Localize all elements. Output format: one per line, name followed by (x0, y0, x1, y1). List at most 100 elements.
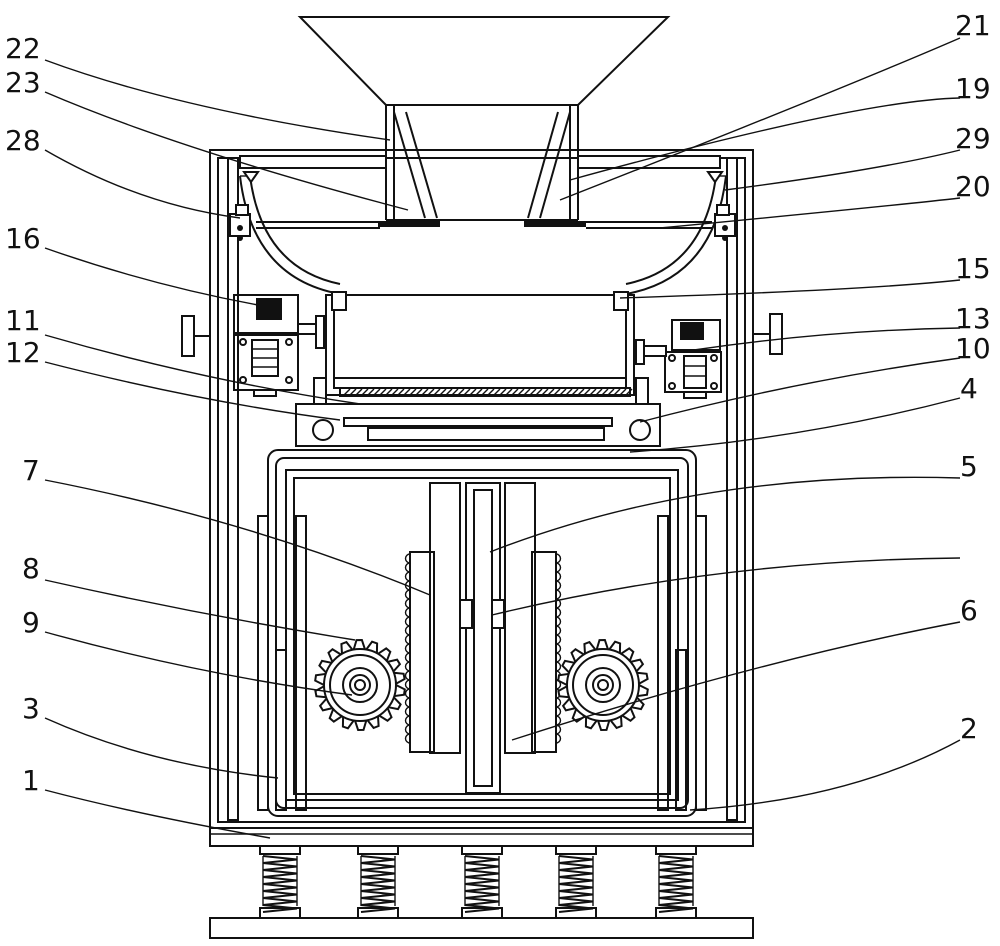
spring-cap-top (357, 845, 399, 855)
label-7: 7 (22, 454, 40, 487)
mesh-hatch-line (433, 388, 441, 396)
mesh-hatch-line (457, 388, 465, 396)
mesh-hatch-line (349, 388, 357, 396)
spring-cap-top (259, 845, 301, 855)
mesh-hatch-line (373, 388, 381, 396)
mesh-hatch-line (361, 388, 369, 396)
mesh-hatch-line (409, 388, 417, 396)
mesh-hatch-line (613, 388, 621, 396)
label-3: 3 (22, 692, 40, 725)
feed-hopper (297, 16, 671, 221)
label-5: 5 (960, 450, 978, 483)
mesh-hatch-line (595, 388, 603, 396)
mesh-hatch-line (427, 388, 435, 396)
guide-rod-right (586, 204, 736, 241)
mesh-hatch-line (451, 388, 459, 396)
label-22: 22 (5, 32, 41, 65)
mesh-hatch-line (367, 388, 375, 396)
mesh-hatch-line (415, 388, 423, 396)
label-12: 12 (5, 336, 41, 369)
rack-tooth (404, 733, 411, 744)
mesh-hatch-line (625, 388, 633, 396)
mesh-hatch-line (607, 388, 615, 396)
spring-cap-top (461, 845, 503, 855)
mesh-hatch-line (385, 388, 393, 396)
mesh-hatch-line (505, 388, 513, 396)
mesh-hatch-line (589, 388, 597, 396)
spring-coil (360, 855, 396, 913)
spring-cap-bottom (555, 907, 597, 919)
mesh-hatch-line (445, 388, 453, 396)
label-23: 23 (5, 66, 41, 99)
label-2: 2 (960, 712, 978, 745)
mesh-hatch-line (469, 388, 477, 396)
mesh-hatch-line (601, 388, 609, 396)
motor-unit-left (233, 294, 325, 397)
mesh-hatch-line (559, 388, 567, 396)
side-guide-left (257, 515, 307, 811)
spring-cap-top (555, 845, 597, 855)
mesh-hatch-line (565, 388, 573, 396)
mesh-hatch-line (517, 388, 525, 396)
label-4: 4 (960, 372, 978, 405)
mesh-hatch-line (355, 388, 363, 396)
mesh-hatch-line (547, 388, 555, 396)
toothed-rack-right (531, 551, 562, 753)
spring-cap-bottom (655, 907, 697, 919)
spring-cap-bottom (461, 907, 503, 919)
mesh-hatch-line (499, 388, 507, 396)
mesh-hatch-line (529, 388, 537, 396)
label-10: 10 (955, 332, 991, 365)
mesh-hatch-line (493, 388, 501, 396)
label-21: 21 (955, 9, 991, 42)
mesh-hatch-line (583, 388, 591, 396)
label-19: 19 (955, 72, 991, 105)
mesh-hatch-line (463, 388, 471, 396)
top-bowl (239, 171, 727, 295)
label-29: 29 (955, 122, 991, 155)
central-rack-column (429, 482, 536, 794)
mesh-hatch-line (475, 388, 483, 396)
label-13: 13 (955, 302, 991, 335)
label-1: 1 (22, 764, 40, 797)
sieve-box (325, 291, 635, 396)
leader-lines (44, 37, 961, 839)
spring-cap-bottom (357, 907, 399, 919)
spring-cap-bottom (259, 907, 301, 919)
mesh-hatch-line (439, 388, 447, 396)
hopper-flap-left (378, 111, 440, 227)
damping-springs (259, 845, 697, 919)
mesh-hatch-line (487, 388, 495, 396)
lift-frame (267, 449, 697, 817)
label-11: 11 (5, 304, 41, 337)
spring-coil (558, 855, 594, 913)
mesh-hatch-line (343, 388, 351, 396)
label-9: 9 (22, 606, 40, 639)
label-15: 15 (955, 252, 991, 285)
mesh-hatch-line (391, 388, 399, 396)
label-28: 28 (5, 124, 41, 157)
base-plate (209, 827, 754, 847)
mesh-hatch-line (379, 388, 387, 396)
mesh-hatch-line (571, 388, 579, 396)
adjusting-knob-right (753, 313, 783, 355)
spring-coil (464, 855, 500, 913)
mesh-hatch-line (523, 388, 531, 396)
label-16: 16 (5, 222, 41, 255)
side-guide-right (657, 515, 707, 811)
adjusting-knob-left (181, 315, 210, 357)
label-8: 8 (22, 552, 40, 585)
spring-coil (658, 855, 694, 913)
gear-right (557, 638, 649, 732)
label-20: 20 (955, 170, 991, 203)
hopper-flap-right (524, 111, 586, 227)
ground-plate (209, 917, 754, 939)
mesh-hatch-line (553, 388, 561, 396)
screen-mesh (339, 387, 633, 397)
mesh-hatch-line (619, 388, 627, 396)
reference-numerals: 22 23 28 16 11 12 7 8 9 3 1 21 19 29 20 … (5, 9, 991, 797)
rack-tooth (555, 733, 562, 744)
spring-coil (262, 855, 298, 913)
